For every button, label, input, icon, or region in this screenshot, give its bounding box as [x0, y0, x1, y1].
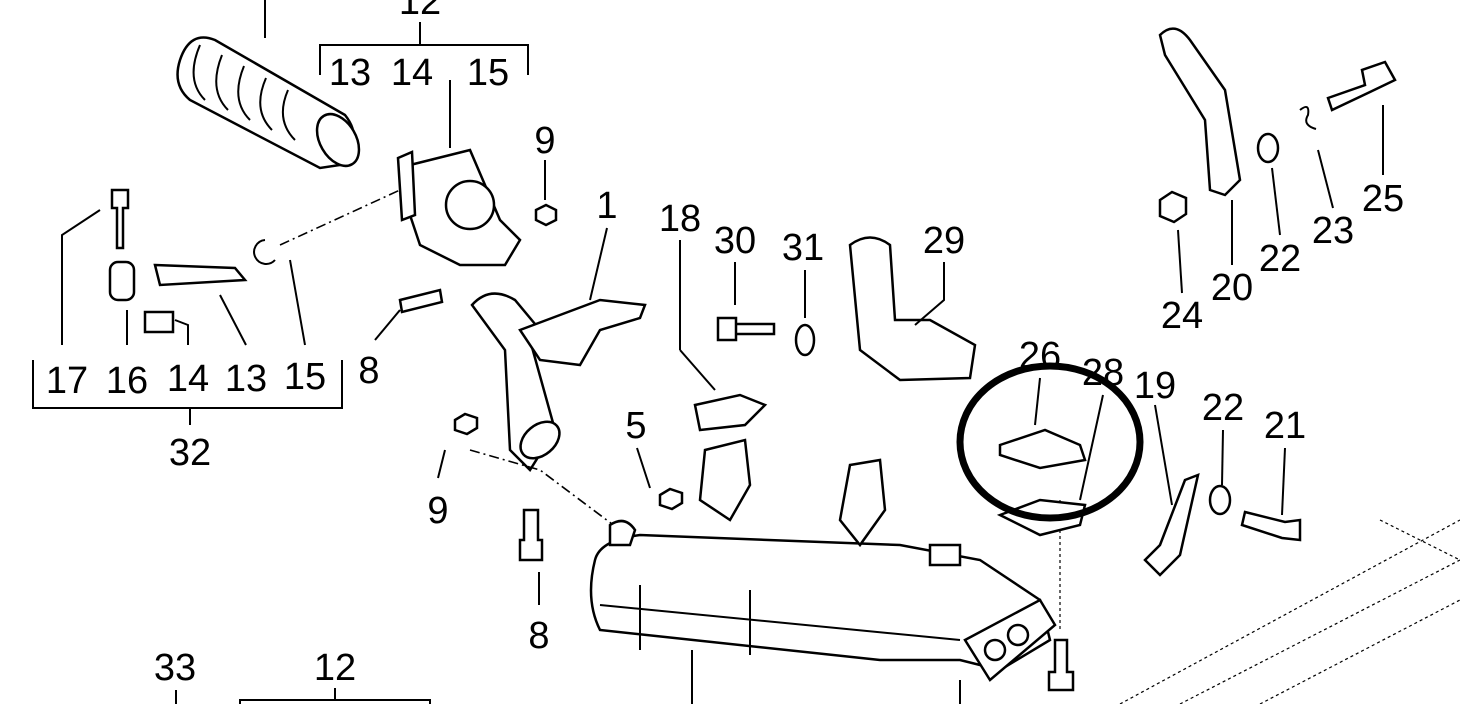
bolt: [518, 508, 544, 562]
heat-shield-clip: [998, 428, 1087, 470]
bolt: [110, 188, 130, 250]
callout-14: 14: [167, 358, 209, 400]
nut: [453, 412, 479, 436]
callout-25: 25: [1362, 178, 1404, 220]
callout-9: 9: [534, 120, 555, 162]
callout-22: 22: [1259, 238, 1301, 280]
callout-30: 30: [714, 220, 756, 262]
leader-lines: [61, 209, 306, 346]
bolt: [1326, 60, 1397, 112]
rubber-boot: [176, 36, 361, 170]
nut-icon: [534, 203, 558, 227]
callout-13: 13: [225, 358, 267, 400]
leader-line: [1034, 377, 1041, 426]
callout-5: 5: [625, 405, 646, 447]
bolt: [1240, 510, 1302, 542]
leader-line: [1317, 149, 1334, 209]
callout-14: 14: [391, 52, 433, 94]
circlip: [253, 239, 276, 265]
leader-line: [1281, 447, 1286, 516]
callout-20: 20: [1211, 267, 1253, 309]
group-bracket-12-bottom: [239, 688, 431, 704]
bolt: [1047, 638, 1075, 692]
callout-9: 9: [427, 490, 448, 532]
centerline: [279, 189, 401, 246]
group-bracket-12-top: [319, 22, 529, 75]
nut: [658, 487, 684, 511]
callout-labels: 12 13 14 15 9 1 18 30 31 29 17 16 14 13 …: [46, 0, 1404, 689]
gasket: [693, 393, 768, 432]
callout-15: 15: [284, 356, 326, 398]
nut: [1158, 190, 1188, 224]
callout-17: 17: [46, 360, 88, 402]
lever: [153, 263, 248, 287]
muffler: [589, 438, 1057, 682]
body-outline: [1119, 519, 1460, 704]
shift-linkage-assembly: [396, 148, 522, 267]
callout-31: 31: [782, 227, 824, 269]
callout-18: 18: [659, 198, 701, 240]
leader-line: [914, 262, 945, 326]
callout-23: 23: [1312, 210, 1354, 252]
callout-29: 29: [923, 220, 965, 262]
callout-28: 28: [1082, 352, 1124, 394]
tail-pipe: [848, 236, 977, 382]
callout-19: 19: [1134, 365, 1176, 407]
washer: [1208, 484, 1232, 516]
leader-line: [1079, 394, 1104, 501]
callout-15: 15: [467, 52, 509, 94]
leader-line: [679, 349, 716, 391]
washer: [794, 323, 816, 357]
callout-13: 13: [329, 52, 371, 94]
centerline: [469, 449, 621, 531]
callout-21: 21: [1264, 405, 1306, 447]
callout-32: 32: [169, 432, 211, 474]
callout-24: 24: [1161, 295, 1203, 337]
callout-1: 1: [596, 185, 617, 227]
exhaust-pipe: [470, 292, 647, 472]
callout-22: 22: [1202, 387, 1244, 429]
pin: [143, 310, 175, 334]
leader-line: [1221, 429, 1224, 486]
leader-line: [1177, 229, 1183, 294]
leader-line: [374, 309, 401, 341]
leader-line: [1271, 167, 1281, 236]
hanger-bracket: [1143, 472, 1200, 577]
callout-33: 33: [154, 647, 196, 689]
group-bracket-32: [32, 360, 343, 425]
callout-16: 16: [106, 360, 148, 402]
hanger-strap: [1158, 27, 1242, 197]
highlight-circle: [956, 362, 1144, 522]
callout-12: 12: [314, 647, 356, 689]
bolt: [398, 288, 444, 314]
leader-line: [1154, 404, 1173, 506]
callout-26: 26: [1019, 335, 1061, 377]
leader-line: [437, 449, 446, 479]
callout-12: 12: [399, 0, 441, 23]
bushing: [108, 260, 136, 302]
bolt: [716, 316, 776, 342]
leader-line: [589, 227, 608, 301]
callout-8: 8: [528, 615, 549, 657]
leader-line: [636, 447, 651, 489]
clip: [1299, 105, 1317, 130]
washer: [1256, 132, 1280, 164]
callout-8: 8: [358, 350, 379, 392]
